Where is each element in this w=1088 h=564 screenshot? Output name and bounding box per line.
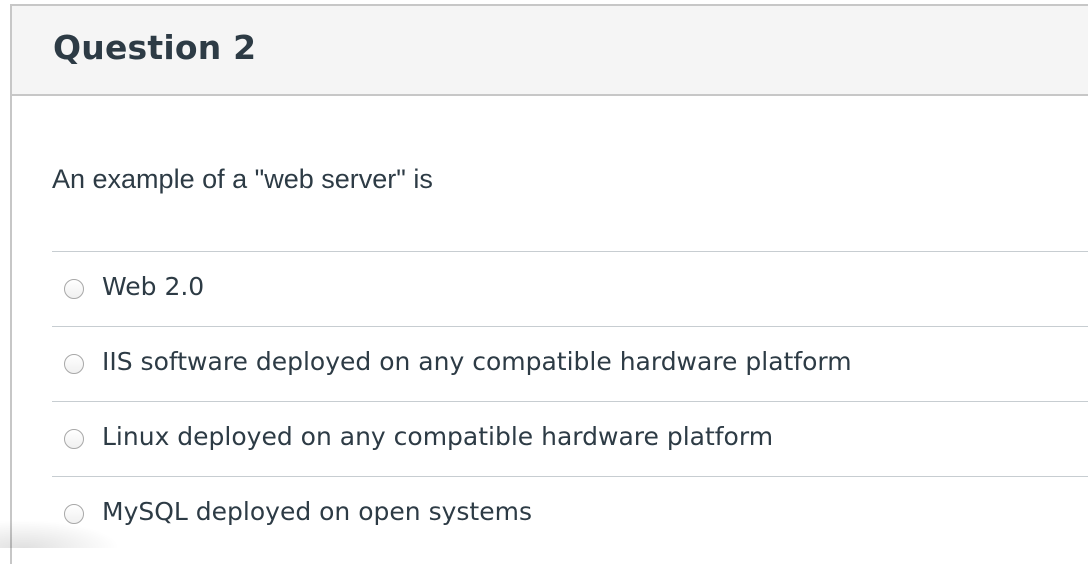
question-title: Question 2 — [53, 28, 257, 67]
shadow-decoration — [0, 520, 120, 548]
answer-list: Web 2.0 IIS software deployed on any com… — [52, 251, 1088, 551]
answer-option[interactable]: Web 2.0 — [52, 251, 1088, 326]
question-header: Question 2 — [12, 6, 1088, 96]
radio-button[interactable] — [64, 429, 84, 449]
answer-label[interactable]: MySQL deployed on open systems — [102, 497, 532, 526]
answer-option[interactable]: MySQL deployed on open systems — [52, 476, 1088, 551]
question-text: An example of a "web server" is — [52, 164, 433, 194]
answer-option[interactable]: IIS software deployed on any compatible … — [52, 326, 1088, 401]
answer-label[interactable]: Linux deployed on any compatible hardwar… — [102, 422, 774, 451]
radio-button[interactable] — [64, 354, 84, 374]
answer-label[interactable]: IIS software deployed on any compatible … — [102, 347, 852, 376]
question-card: Question 2 An example of a "web server" … — [10, 4, 1088, 564]
radio-button[interactable] — [64, 504, 84, 524]
answer-option[interactable]: Linux deployed on any compatible hardwar… — [52, 401, 1088, 476]
answer-label[interactable]: Web 2.0 — [102, 272, 205, 301]
radio-button[interactable] — [64, 279, 84, 299]
